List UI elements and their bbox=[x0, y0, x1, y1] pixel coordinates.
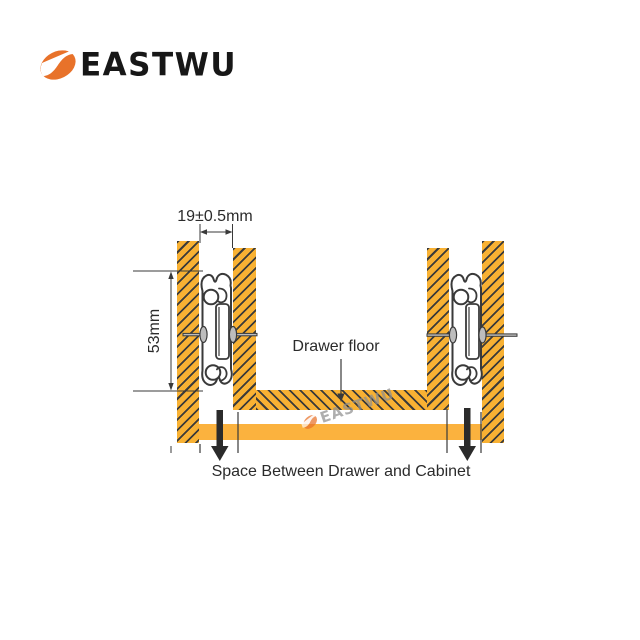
eastwu-swoosh-icon bbox=[38, 46, 78, 80]
dim-arrow-down bbox=[168, 383, 174, 391]
drawer-side-left bbox=[233, 248, 256, 410]
dimension-width-label: 19±0.5mm bbox=[177, 208, 253, 225]
dim-arrow-left bbox=[200, 229, 207, 235]
cabinet-wall-right bbox=[482, 241, 504, 443]
drawer-floor-label: Drawer floor bbox=[292, 338, 380, 355]
cabinet-bottom-strip bbox=[199, 424, 482, 440]
watermark-swoosh-icon bbox=[301, 412, 318, 429]
cabinet-wall-left bbox=[177, 241, 199, 443]
dim-arrow-right bbox=[225, 229, 233, 235]
drawer-slide-left bbox=[200, 272, 233, 386]
drawer-side-right bbox=[427, 248, 449, 410]
watermark: EASTWU bbox=[299, 385, 397, 434]
space-between-label: Space Between Drawer and Cabinet bbox=[211, 463, 471, 480]
drawer-slide-right bbox=[450, 272, 483, 386]
brand-name: EASTWU bbox=[80, 46, 238, 84]
dim-arrow-up bbox=[168, 271, 174, 279]
dimension-width bbox=[199, 224, 233, 248]
dimension-height-label: 53mm bbox=[146, 308, 163, 354]
brand-logo: EASTWU bbox=[38, 44, 237, 86]
